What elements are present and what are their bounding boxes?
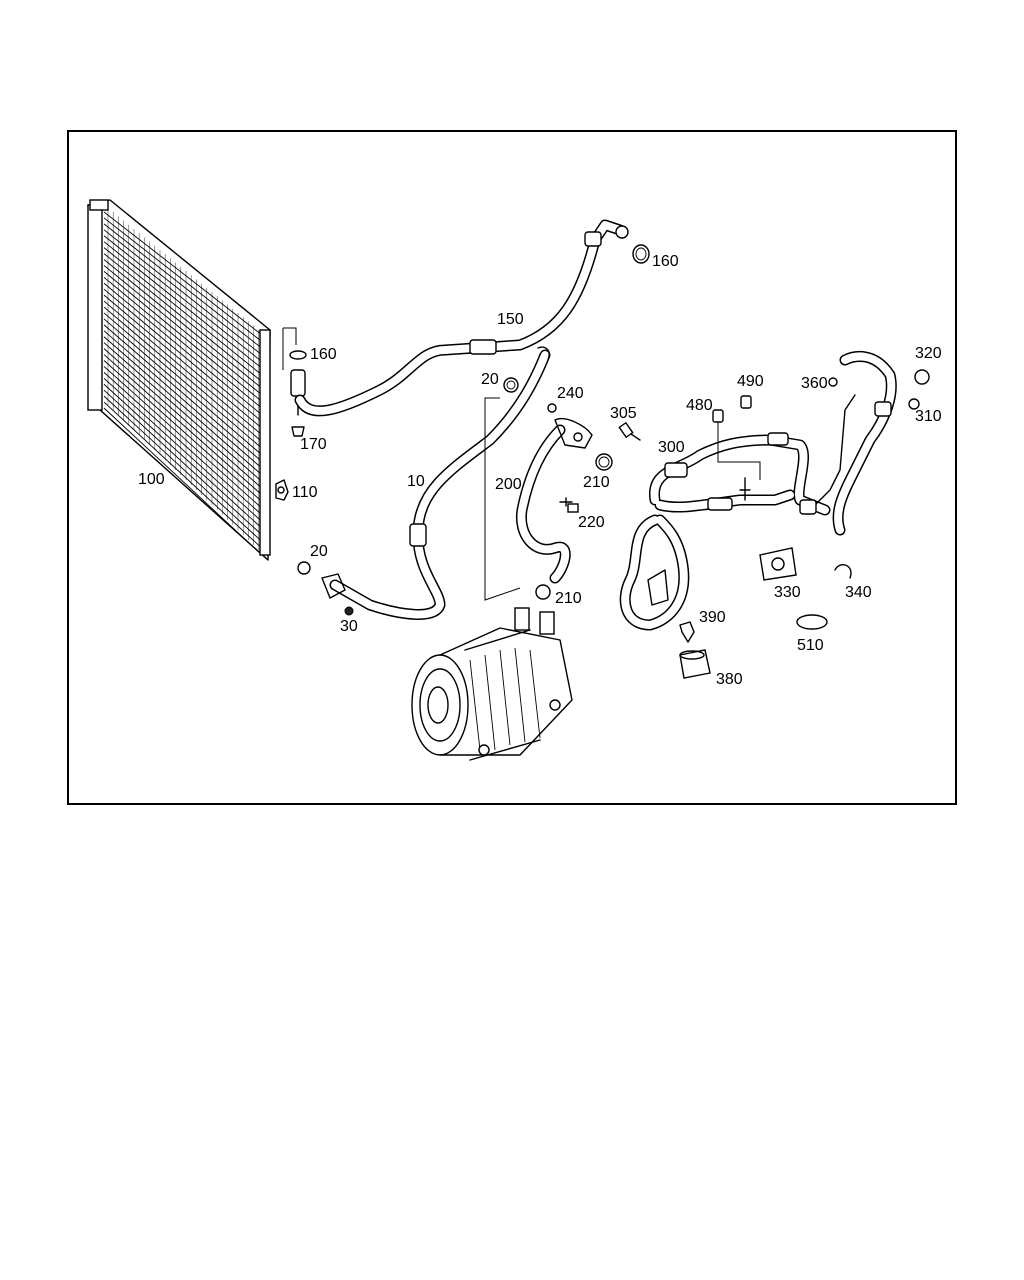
callout-310: 310: [915, 408, 942, 425]
callout-170: 170: [300, 436, 327, 453]
callout-20-upper: 20: [481, 371, 499, 388]
callout-160-right: 160: [652, 253, 679, 270]
callout-480: 480: [686, 397, 713, 414]
bracket-part-110[interactable]: [275, 479, 289, 501]
callout-20-lower: 20: [310, 543, 328, 560]
seal-ring-part-160-right[interactable]: [632, 244, 650, 264]
condenser-fin-line: [103, 282, 263, 416]
condenser-fin-line: [103, 253, 263, 383]
condenser-fin-line: [103, 383, 263, 529]
condenser-fin-line: [103, 330, 263, 469]
seal-ring-part-160-left[interactable]: [289, 350, 307, 360]
callout-30: 30: [340, 618, 358, 635]
callout-330: 330: [774, 584, 801, 601]
condenser-fin-line: [103, 401, 263, 549]
condenser-fins: [103, 208, 263, 556]
condenser-fin-line: [103, 247, 263, 376]
cap-part-490[interactable]: [740, 395, 752, 409]
seal-ring-part-20-lower[interactable]: [297, 561, 311, 575]
nut-part-240[interactable]: [547, 403, 557, 413]
hose-part-10[interactable]: [321, 346, 551, 620]
condenser-fin-line: [103, 395, 263, 542]
condenser-fin-line: [103, 294, 263, 429]
bolt-part-220[interactable]: [559, 497, 579, 513]
gasket-part-510[interactable]: [796, 614, 828, 630]
nut-part-30[interactable]: [344, 606, 354, 616]
condenser-fin-line: [103, 348, 263, 489]
callout-160-left: 160: [310, 346, 337, 363]
callout-510: 510: [797, 637, 824, 654]
hose-part-320[interactable]: [799, 351, 897, 536]
callout-10: 10: [407, 473, 425, 490]
compressor[interactable]: [411, 607, 573, 761]
callout-490: 490: [737, 373, 764, 390]
callout-220: 220: [578, 514, 605, 531]
condenser-fin-line: [103, 389, 263, 536]
condenser-fin-line: [103, 306, 263, 443]
condenser-fin-line: [103, 223, 263, 349]
condenser-fin-line: [103, 271, 263, 403]
condenser-fin-line: [103, 324, 263, 463]
callout-320: 320: [915, 345, 942, 362]
pipe-assembly-part-300[interactable]: [649, 432, 831, 516]
hose-part-150[interactable]: [294, 219, 629, 417]
condenser-fin-line: [103, 276, 263, 409]
callout-390: 390: [699, 609, 726, 626]
condenser-fin-line: [103, 259, 263, 389]
cap-part-480[interactable]: [712, 409, 724, 423]
condenser-fin-line: [103, 241, 263, 369]
bracket-part-330[interactable]: [759, 547, 797, 581]
callout-210-lower: 210: [555, 590, 582, 607]
condenser-fin-line: [103, 318, 263, 456]
callout-240: 240: [557, 385, 584, 402]
condenser-fin-line: [103, 377, 263, 522]
condenser-fin-line: [103, 235, 263, 363]
callout-200: 200: [495, 476, 522, 493]
callout-300: 300: [658, 439, 685, 456]
condenser-fin-line: [103, 360, 263, 503]
stud-part-305[interactable]: [618, 421, 641, 441]
condenser-fin-line: [103, 342, 263, 483]
seal-ring-part-210-upper[interactable]: [595, 453, 613, 471]
seal-ring-part-210-lower[interactable]: [535, 584, 551, 600]
clip-part-340[interactable]: [834, 564, 852, 579]
hose-part-200[interactable]: [515, 418, 593, 584]
seal-ring-part-320[interactable]: [914, 369, 930, 385]
seal-ring-part-310[interactable]: [908, 398, 920, 410]
condenser-fin-line: [103, 336, 263, 476]
callout-100: 100: [138, 471, 165, 488]
callout-380: 380: [716, 671, 743, 688]
callout-110: 110: [292, 484, 318, 501]
condenser-fin-line: [103, 288, 263, 423]
callout-150: 150: [497, 311, 524, 328]
condenser-fin-line: [103, 211, 263, 336]
condenser-fin-line: [103, 372, 263, 516]
seal-ring-part-20-upper[interactable]: [503, 377, 519, 393]
condenser-fin-line: [103, 265, 263, 396]
diagram-frame: [67, 130, 957, 805]
callout-360: 360: [801, 375, 828, 392]
condenser-fin-line: [103, 407, 263, 556]
grommet-part-380[interactable]: [679, 649, 711, 679]
seal-ring-part-360[interactable]: [828, 377, 838, 387]
condenser-fin-line: [103, 217, 263, 343]
clip-part-390[interactable]: [679, 621, 695, 643]
callout-340: 340: [845, 584, 872, 601]
condenser-fin-line: [103, 312, 263, 449]
condenser-fin-line: [103, 229, 263, 356]
condenser-fin-line: [103, 366, 263, 509]
condenser-part-100[interactable]: [87, 199, 271, 561]
callout-210-upper: 210: [583, 474, 610, 491]
condenser-fin-line: [103, 300, 263, 436]
evaporator-hose-loop[interactable]: [619, 514, 690, 631]
condenser-fin-line: [103, 354, 263, 496]
callout-305: 305: [610, 405, 637, 422]
